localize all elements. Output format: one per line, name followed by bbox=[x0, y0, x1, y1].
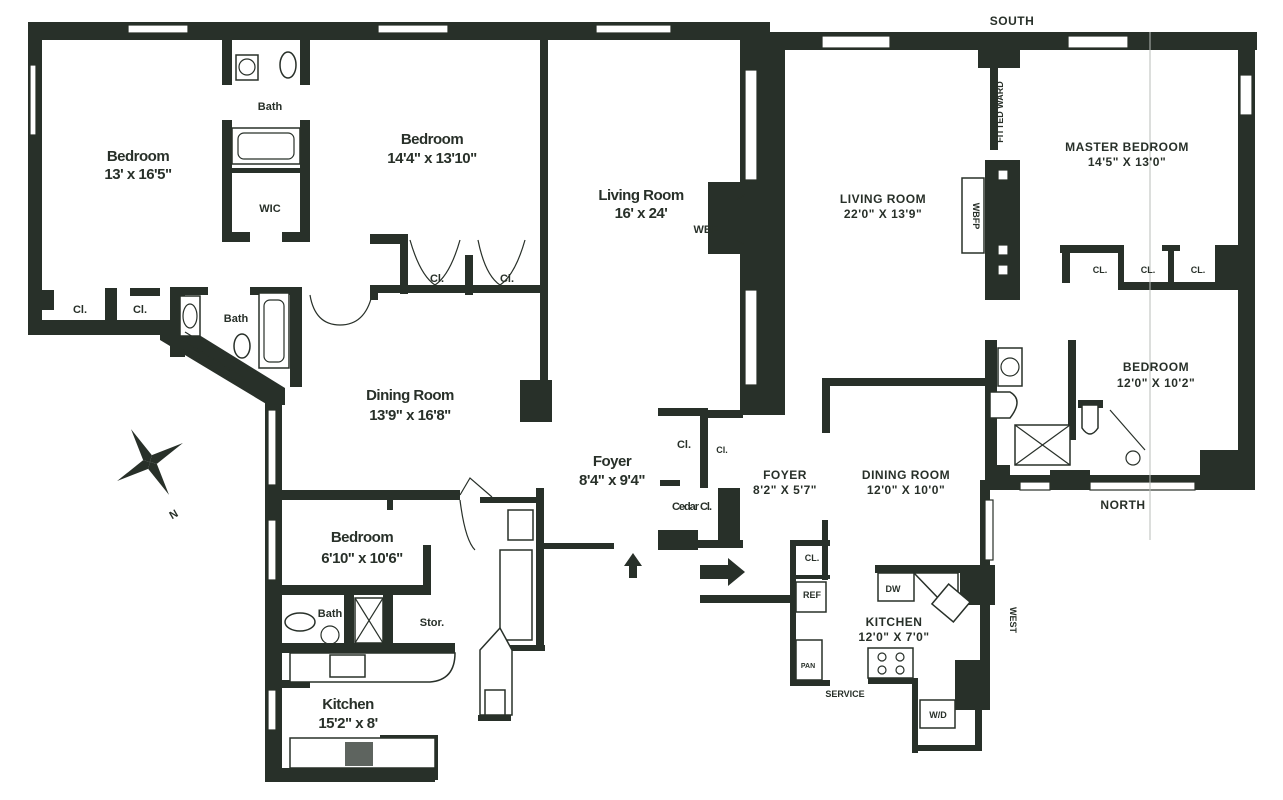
fireplace-b-label: WBFP bbox=[971, 203, 981, 230]
dining-room-a-dims: 13'9" x 16'8" bbox=[369, 407, 451, 424]
refrigerator-label: Ref bbox=[803, 590, 822, 600]
living-room-b-name: Living Room bbox=[840, 192, 926, 206]
living-room-b-dims: 22'0" x 13'9" bbox=[844, 207, 922, 221]
closet-label: Cl. bbox=[500, 273, 514, 285]
bath-low-label: Bath bbox=[318, 608, 343, 620]
closet-label: Cl. bbox=[1093, 265, 1108, 275]
closet-label: Cl. bbox=[1141, 265, 1156, 275]
foyer-b-name: Foyer bbox=[763, 468, 807, 482]
closet-label: Cl. bbox=[73, 304, 87, 316]
north-label: North bbox=[1100, 498, 1145, 512]
bedroom3-name: Bedroom bbox=[331, 529, 394, 546]
foyer-a-name: Foyer bbox=[593, 453, 632, 470]
closet-label: Cl. bbox=[430, 273, 444, 285]
foyer-b-dims: 8'2" x 5'7" bbox=[753, 483, 817, 497]
plan-a-labels: Bedroom 13' x 16'5" Bedroom 14'4" x 13'1… bbox=[73, 101, 728, 732]
compass-north-label: N bbox=[168, 508, 181, 522]
kitchen-b-dims: 12'0" x 7'0" bbox=[858, 630, 929, 644]
bedroom-b-dims: 12'0" x 10'2" bbox=[1117, 376, 1195, 390]
service-entrance-label: Service bbox=[825, 689, 864, 699]
plan-b-walls bbox=[700, 32, 1257, 753]
entry-arrow-right-icon bbox=[700, 558, 745, 586]
storage-label: Stor. bbox=[420, 617, 444, 629]
bedroom2-dims: 14'4" x 13'10" bbox=[387, 150, 477, 167]
master-bedroom-name: Master Bedroom bbox=[1065, 140, 1189, 154]
dishwasher-label: DW bbox=[886, 584, 901, 594]
south-label: South bbox=[990, 14, 1035, 28]
closet-label: Cl. bbox=[805, 553, 820, 563]
kitchen-a-dims: 15'2" x 8' bbox=[318, 715, 377, 732]
closet-label: Cl. bbox=[677, 439, 691, 451]
west-label: West bbox=[1008, 607, 1018, 634]
plan-a-walls bbox=[28, 22, 775, 782]
bedroom-b-name: Bedroom bbox=[1123, 360, 1189, 374]
bath-mid-label: Bath bbox=[224, 313, 249, 325]
wic-label: WIC bbox=[259, 203, 280, 215]
dining-room-b-name: Dining Room bbox=[862, 468, 950, 482]
dining-room-b-dims: 12'0" x 10'0" bbox=[867, 483, 945, 497]
washer-dryer-label: W/D bbox=[929, 710, 947, 720]
bedroom3-dims: 6'10" x 10'6" bbox=[321, 550, 403, 567]
closet-label: Cl. bbox=[133, 304, 147, 316]
pantry-label: Pan bbox=[801, 663, 815, 670]
kitchen-a-name: Kitchen bbox=[322, 696, 374, 713]
bedroom2-name: Bedroom bbox=[401, 131, 464, 148]
foyer-a-dims: 8'4" x 9'4" bbox=[579, 472, 645, 489]
compass-icon bbox=[117, 429, 183, 495]
plan-b-labels: South North West Living Room 22'0" x 13'… bbox=[753, 14, 1205, 720]
master-bedroom-dims: 14'5" x 13'0" bbox=[1088, 155, 1166, 169]
bedroom1-name: Bedroom bbox=[107, 148, 170, 165]
kitchen-b-name: Kitchen bbox=[866, 615, 923, 629]
plan-a-fixtures bbox=[179, 51, 746, 769]
closet-label: Cl. bbox=[716, 445, 728, 455]
bedroom1-dims: 13' x 16'5" bbox=[104, 166, 172, 183]
fitted-ward-label: Fitted Ward bbox=[995, 81, 1005, 143]
entry-arrow-up-icon bbox=[624, 553, 642, 578]
dining-room-a-name: Dining Room bbox=[366, 387, 454, 404]
living-room-a-name: Living Room bbox=[598, 187, 683, 204]
plan-b-fixtures bbox=[624, 347, 1146, 729]
fireplace-label: WBF bbox=[693, 224, 718, 236]
closet-label: Cl. bbox=[1191, 265, 1206, 275]
bath-top-label: Bath bbox=[258, 101, 283, 113]
living-room-a-dims: 16' x 24' bbox=[615, 205, 668, 222]
cedar-closet-label: Cedar Cl. bbox=[672, 501, 712, 513]
